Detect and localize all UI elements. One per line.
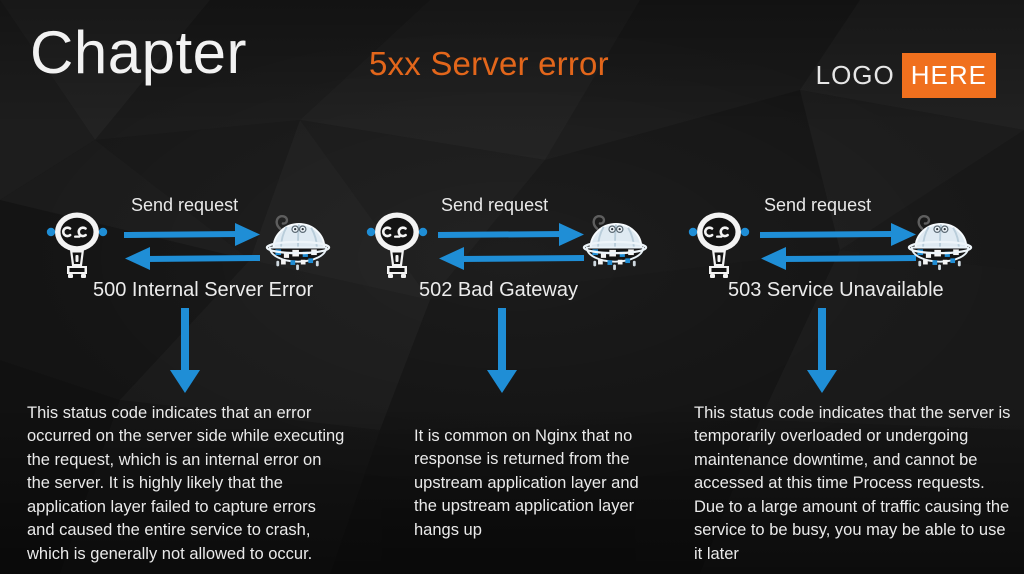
error-column-500: Send request [0, 0, 360, 574]
send-request-label: Send request [441, 195, 549, 215]
logo-text: LOGO [815, 60, 895, 90]
status-code-label-503: 503 Service Unavailable [728, 279, 944, 301]
arrow-left-icon [439, 247, 584, 270]
error-column-503: Send request [672, 0, 1024, 574]
chapter-label: Chapter [30, 19, 247, 86]
ufo-server-icon [907, 214, 973, 272]
arrow-right-icon [760, 223, 916, 246]
request-flow-diagram: Send request [357, 195, 687, 282]
robot-client-icon [688, 211, 750, 278]
robot-client-icon [366, 211, 428, 278]
robot-client-icon [46, 211, 108, 278]
arrow-left-icon [761, 247, 916, 270]
arrow-right-icon [438, 223, 584, 246]
send-request-label: Send request [131, 195, 239, 215]
arrow-left-icon [125, 247, 260, 270]
status-code-label-502: 502 Bad Gateway [419, 279, 578, 301]
request-response-arrows [124, 223, 260, 270]
request-flow-diagram: Send request [672, 195, 1024, 282]
error-description-503: This status code indicates that the serv… [694, 404, 1011, 563]
request-response-arrows [760, 223, 916, 270]
error-description-500: This status code indicates that an error… [27, 404, 345, 563]
logo-badge: HERE [901, 53, 996, 98]
arrow-down-icon [807, 308, 837, 393]
arrow-down-icon [487, 308, 517, 393]
arrow-right-icon [124, 223, 260, 246]
arrow-down-icon [170, 308, 200, 393]
ufo-server-icon [582, 214, 648, 272]
request-flow-diagram: Send request [0, 195, 360, 282]
request-response-arrows [438, 223, 584, 270]
error-column-502: Send request [357, 0, 687, 574]
send-request-label: Send request [764, 195, 872, 215]
ufo-server-icon [265, 214, 331, 272]
logo-placeholder: LOGO HERE [816, 53, 996, 98]
status-code-label-500: 500 Internal Server Error [93, 279, 314, 301]
page-title: 5xx Server error [369, 45, 609, 82]
error-description-502: It is common on Nginx that no response i… [414, 427, 639, 539]
